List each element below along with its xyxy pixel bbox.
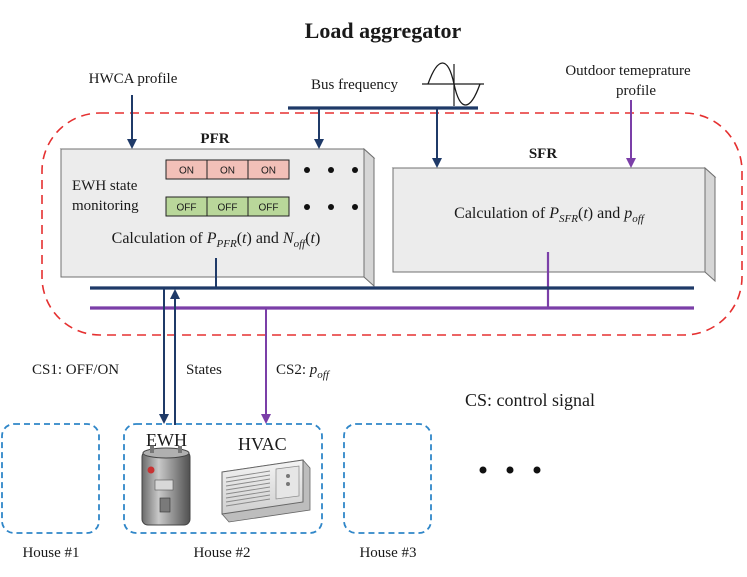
states-label: States	[186, 362, 222, 378]
off-cell-label: OFF	[218, 203, 238, 214]
ewh-state-label-line2: monitoring	[72, 198, 139, 214]
sfr-title: SFR	[529, 146, 558, 162]
sfr-calculation: Calculation of PSFR(t) and poff	[454, 205, 646, 225]
pfr-calculation: Calculation of PPFR(t) and Noff(t)	[112, 230, 321, 250]
house-1-label: House #1	[22, 545, 79, 561]
off-cell-label: OFF	[259, 203, 279, 214]
ewh-label: EWH	[146, 430, 187, 450]
aggregator-boundary	[41, 112, 743, 336]
on-state-row: ON ON ON	[165, 159, 290, 180]
on-cell	[247, 159, 290, 180]
sine-wave-icon	[422, 62, 484, 106]
off-cell	[247, 196, 290, 217]
off-cell-label: OFF	[177, 203, 197, 214]
hwca-profile-label: HWCA profile	[89, 71, 178, 87]
water-heater-icon	[141, 446, 191, 526]
control-signal-legend: CS: control signal	[465, 390, 595, 410]
on-row-ellipsis	[304, 167, 358, 173]
bus-frequency-label: Bus frequency	[311, 77, 399, 93]
more-houses-ellipsis	[479, 466, 541, 474]
cs2-label: CS2: poff	[276, 362, 331, 381]
hvac-label: HVAC	[238, 434, 287, 454]
diagram-title: Load aggregator	[305, 18, 462, 43]
house-1-box	[1, 423, 100, 534]
cs1-label: CS1: OFF/ON	[32, 362, 119, 378]
on-cell-label: ON	[220, 166, 235, 177]
house-3-box	[343, 423, 432, 534]
house-2-box	[123, 423, 323, 534]
ewh-state-label-line1: EWH state	[72, 178, 138, 194]
house-2-label: House #2	[193, 545, 250, 561]
sfr-block	[391, 166, 717, 283]
outdoor-temp-label-line2: profile	[616, 83, 656, 99]
pfr-title: PFR	[200, 131, 229, 147]
off-row-ellipsis	[304, 204, 358, 210]
on-cell-label: ON	[261, 166, 276, 177]
outdoor-temp-label-line1: Outdoor temeprature	[565, 63, 691, 79]
air-conditioner-icon	[221, 459, 311, 523]
off-state-row: OFF OFF OFF	[165, 196, 290, 217]
on-cell-label: ON	[179, 166, 194, 177]
house-3-label: House #3	[359, 545, 416, 561]
